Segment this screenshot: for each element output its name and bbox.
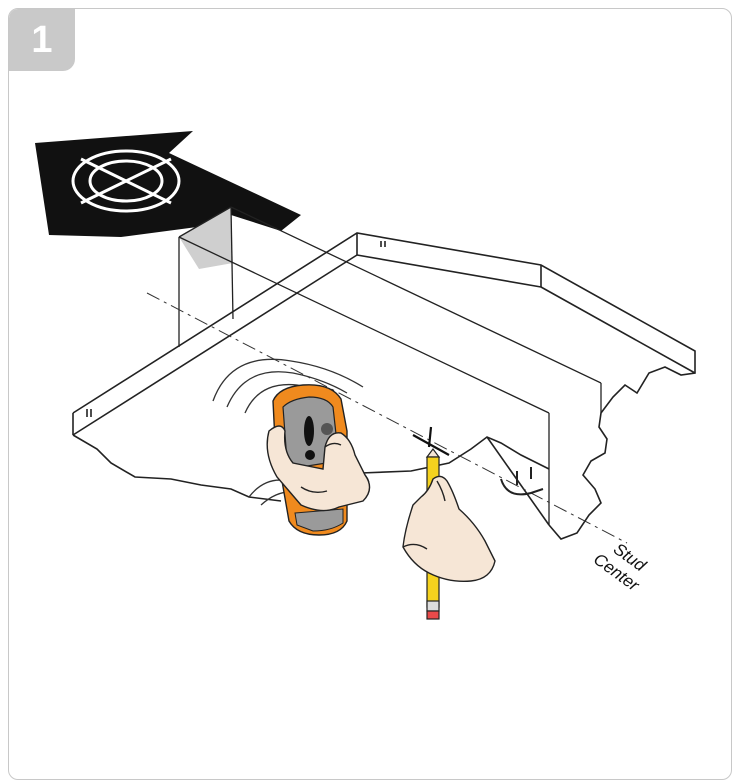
step-panel: 1 [8,8,732,780]
ceiling-fan-icon [73,151,179,211]
indicator-icon [304,416,314,446]
stud-center-label: Stud Center [590,533,655,595]
stud-center-line [147,293,627,543]
right-hand [403,476,495,581]
stud-finder-illustration: Stud Center [9,9,732,780]
ceiling-slab [73,233,695,539]
